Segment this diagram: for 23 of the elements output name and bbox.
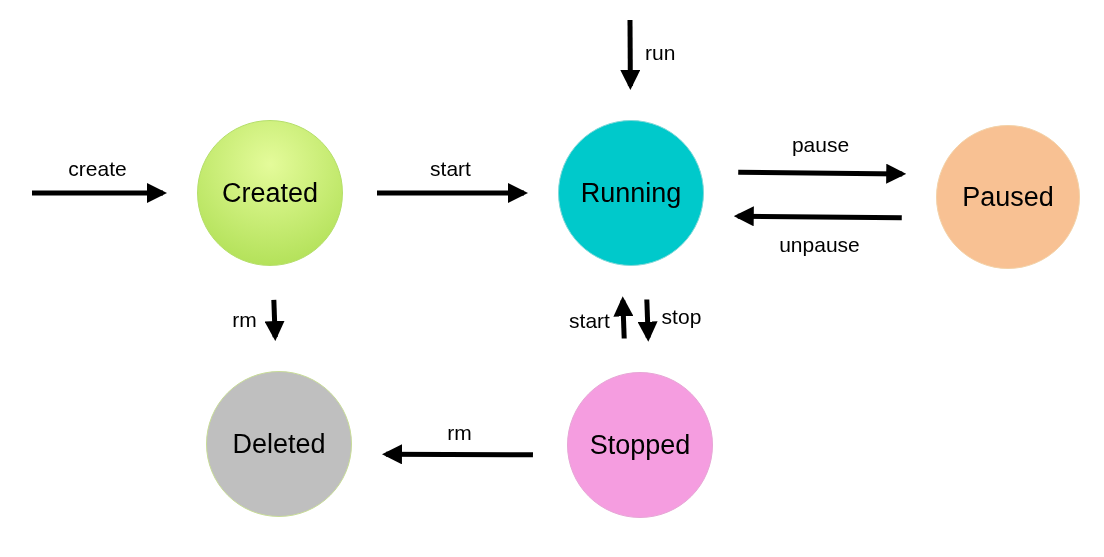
edge-label: rm (232, 307, 257, 332)
state-name: Created (221, 177, 319, 209)
arrow (381, 444, 533, 465)
edge-label: start (569, 308, 610, 333)
edge-label: create (68, 157, 127, 181)
state-name: Paused (962, 181, 1054, 213)
edge-label: rm (447, 420, 472, 445)
arrow (738, 163, 907, 184)
arrow (377, 183, 528, 203)
arrow (733, 206, 902, 227)
arrow (32, 183, 167, 203)
arrow (620, 20, 641, 90)
arrow (637, 299, 658, 342)
edge-label: pause (791, 133, 850, 157)
edge-label: run (645, 40, 676, 65)
arrow (613, 296, 634, 339)
edge-label: stop (661, 305, 702, 330)
edge-label: unpause (779, 233, 860, 257)
state-name: Stopped (589, 429, 691, 461)
edge-label: start (430, 157, 471, 181)
state-name: Running (580, 177, 682, 209)
arrow (264, 299, 285, 342)
state-name: Deleted (232, 428, 326, 460)
